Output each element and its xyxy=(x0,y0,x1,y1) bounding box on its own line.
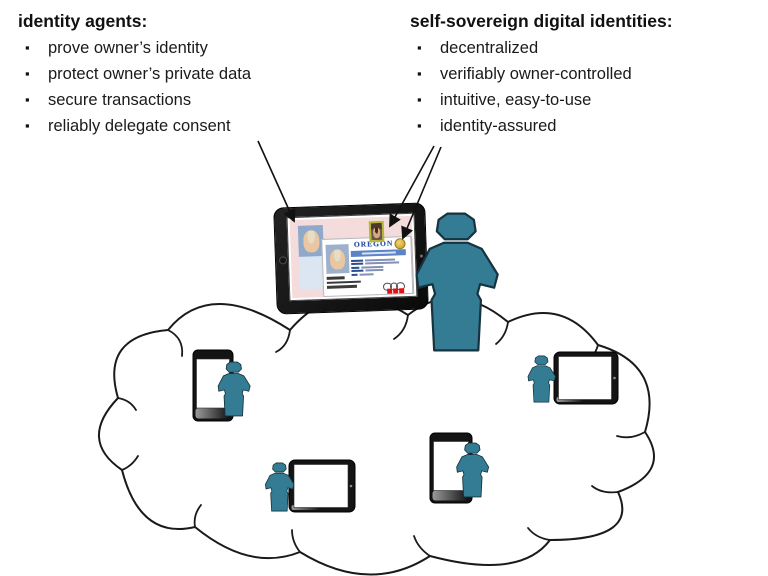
right-callout-arrow-2 xyxy=(401,146,442,240)
identity-agents-list: prove owner’s identity protect owner’s p… xyxy=(18,35,298,139)
list-item: verifiably owner-controlled xyxy=(410,61,750,87)
list-item: secure transactions xyxy=(18,87,298,113)
list-item: identity-assured xyxy=(410,113,750,139)
identity-agents-title: identity agents: xyxy=(18,11,148,31)
list-item: protect owner’s private data xyxy=(18,61,298,87)
list-item: reliably delegate consent xyxy=(18,113,298,139)
list-item: prove owner’s identity xyxy=(18,35,298,61)
camera-icon xyxy=(613,376,616,380)
ssi-panel: self-sovereign digital identities: decen… xyxy=(410,9,750,139)
left-callout-arrow xyxy=(257,140,296,223)
list-item: decentralized xyxy=(410,35,750,61)
identity-owner-figure xyxy=(415,212,499,352)
tablet-device-small xyxy=(288,459,356,513)
ssi-title: self-sovereign digital identities: xyxy=(410,11,673,31)
right-callout-arrow-1 xyxy=(389,145,435,228)
ssi-list: decentralized verifiably owner-controlle… xyxy=(410,35,750,139)
list-item: intuitive, easy-to-use xyxy=(410,87,750,113)
camera-icon xyxy=(349,484,353,488)
identity-agents-panel: identity agents: prove owner’s identity … xyxy=(18,9,298,139)
tablet-device-small xyxy=(553,351,619,405)
